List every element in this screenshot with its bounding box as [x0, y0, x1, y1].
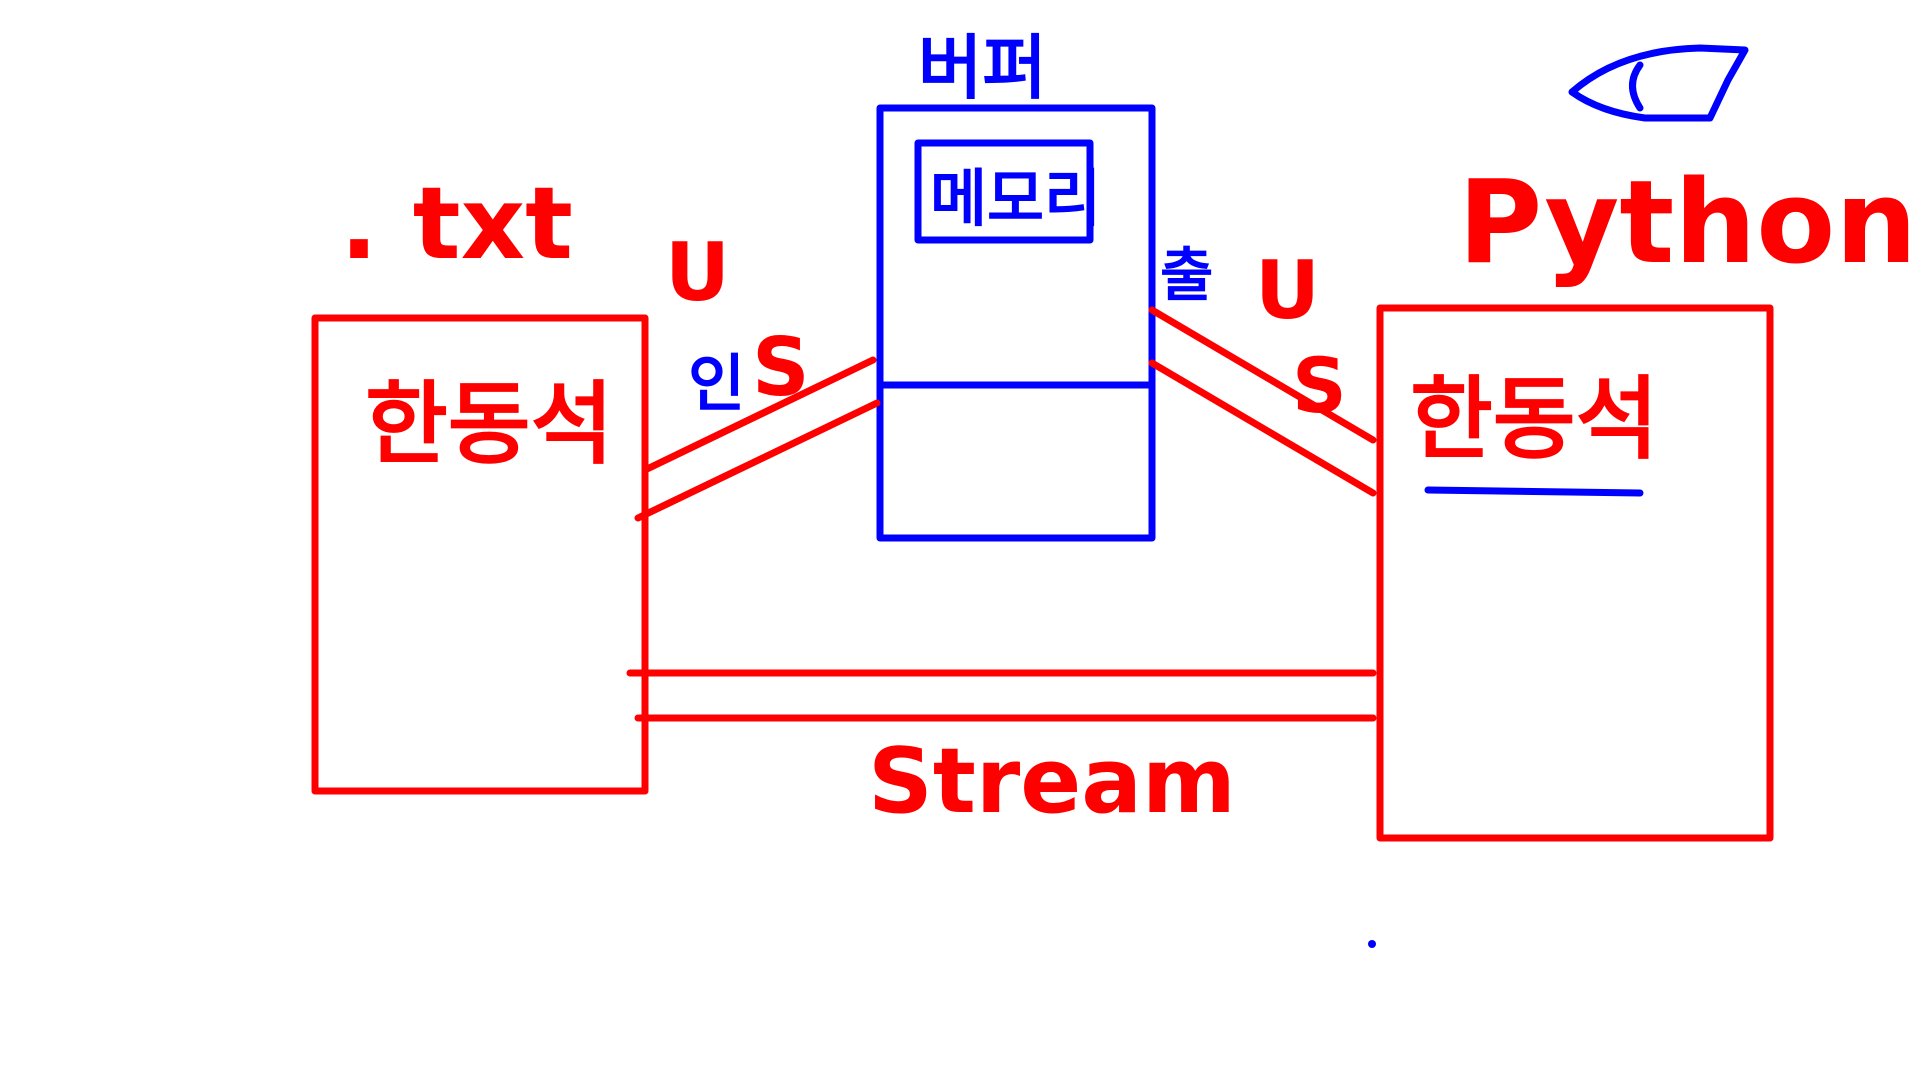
python-label: Python [1458, 156, 1917, 290]
encode-s-label: S [1292, 341, 1347, 430]
python-program-box [1376, 304, 1774, 842]
decode-s-label: S [752, 321, 810, 414]
stream-label: Stream [868, 729, 1236, 834]
encode-u-label: U [1255, 244, 1320, 337]
memory-box [876, 104, 1156, 542]
decode-u-label: U [665, 226, 730, 319]
decode-line-upper [641, 356, 877, 474]
txt-file-box [311, 314, 649, 795]
buffer-label: 버퍼 [918, 27, 1047, 109]
right-box-text-underline [1424, 486, 1644, 497]
encode-line-upper [1148, 306, 1377, 444]
memory-label: 메모리 [930, 162, 1101, 235]
txt-label: . txt [340, 165, 573, 282]
right-box-text: 한동석 [1410, 367, 1658, 472]
encode-label: 출 [1160, 241, 1213, 309]
decode-line-lower [634, 399, 881, 522]
encode-line-lower [1148, 359, 1377, 497]
stray-dot [1368, 940, 1376, 948]
eye-icon [1568, 44, 1749, 122]
buffer-box [914, 139, 1094, 244]
left-box-text: 한동석 [365, 372, 613, 477]
decode-label: 인 [688, 347, 745, 420]
